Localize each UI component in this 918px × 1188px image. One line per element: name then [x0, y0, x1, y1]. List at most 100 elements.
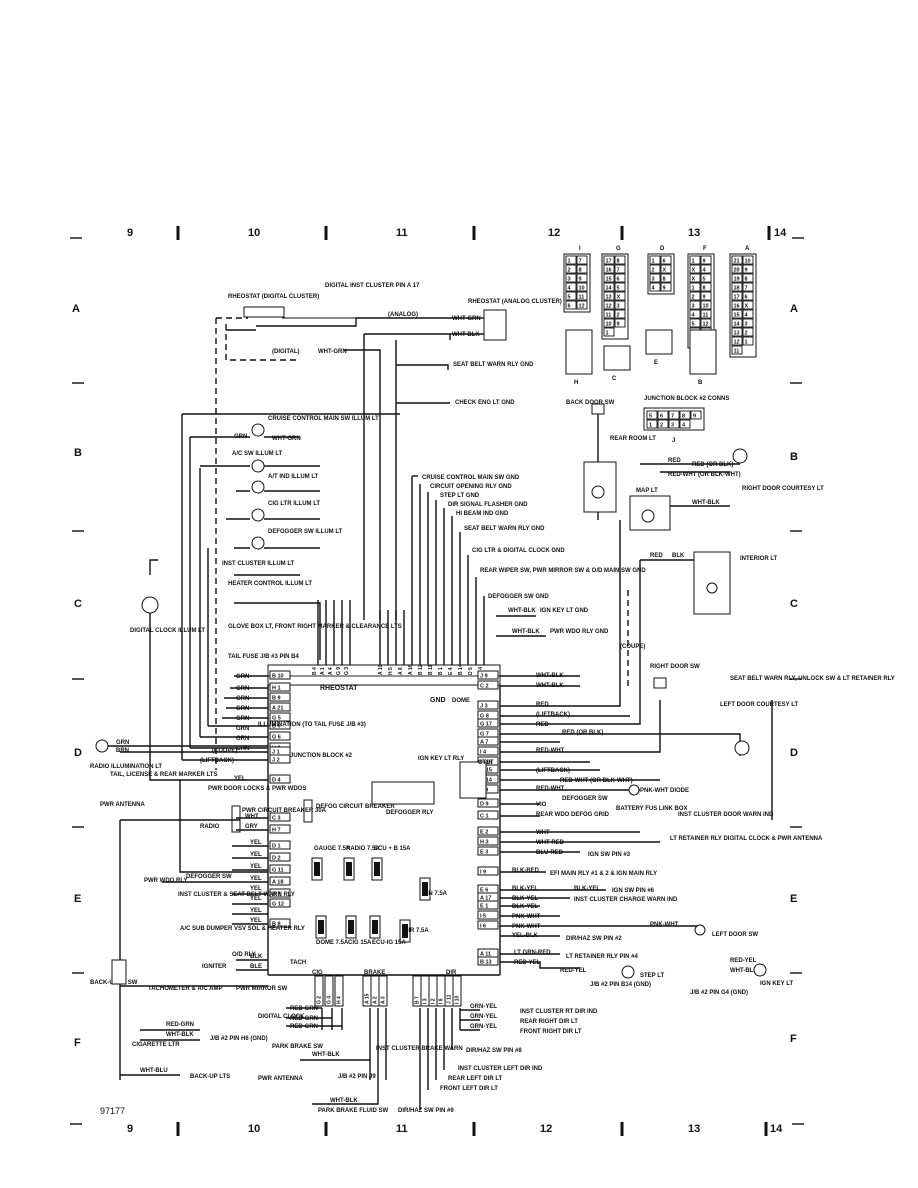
connector-cell [614, 255, 626, 265]
pin-box [324, 975, 334, 1007]
pin-label: I 4 [480, 750, 487, 756]
lbl-interior: INTERIOR LT [740, 556, 778, 562]
wire-wht-grn-2: WHT-GRN [452, 316, 481, 322]
lbl-gry: GRY [245, 824, 258, 830]
pin-box [269, 864, 291, 874]
connector-cell-label: 3 [617, 304, 620, 310]
seat-belt-warn-rly-gnd: SEAT BELT WARN RLY GND [464, 526, 545, 532]
connector-cell [689, 318, 701, 328]
lbl-map-lt: MAP LT [636, 488, 658, 494]
connector-cell-label: 16 [734, 304, 740, 310]
lbl-red-grn-3: RED-GRN [290, 1024, 318, 1030]
connector-cell [565, 282, 577, 292]
tail-fuse-label: TAIL FUSE J/B #3 PIN B4 [228, 654, 299, 660]
connector-cell [731, 255, 743, 265]
right-block-wires: WHT-BLK WHT-BLK RED (LIFTBACK) RED RED (… [500, 448, 823, 996]
pin-label: E 6 [480, 888, 488, 894]
pin-box [477, 736, 499, 746]
pin-label: H 1 [272, 686, 281, 692]
connector-cell-label: 6 [745, 295, 748, 301]
fuse-body [372, 920, 378, 934]
connector-cell-label: X [692, 277, 696, 283]
connector-cell [576, 264, 588, 274]
glove-box-label: GLOVE BOX LT, FRONT RIGHT MARKER & CLEAR… [228, 624, 402, 630]
fuse-body [314, 862, 320, 876]
lbl-cig-red-grn: RED-GRN [166, 1022, 194, 1028]
pin-label: A 15 [365, 993, 371, 1004]
connector-cell [679, 419, 691, 429]
wire-wht-grn-3: WHT-GRN [272, 436, 301, 442]
pin-label: G 8 [480, 714, 489, 720]
connector-cell [603, 291, 615, 301]
lbl-left-door-sw: LEFT DOOR SW [712, 932, 758, 938]
connector-cell [646, 410, 658, 420]
connector-cell-label: 16 [606, 268, 612, 274]
connector-cell [731, 282, 743, 292]
pin-label: A 8 [398, 667, 404, 675]
dir-signal-gnd: DIR SIGNAL FLASHER GND [448, 502, 528, 508]
connector-cell [603, 300, 615, 310]
lbl-ign-sw-6: IGN SW PIN #6 [612, 888, 655, 894]
rheostat-conn-label: RHEOSTAT [320, 685, 358, 692]
lbl-jb2-j9: J/B #2 PIN J9 [338, 1074, 376, 1080]
pin-box [314, 975, 324, 1007]
pin-box [269, 888, 291, 898]
digital-clock-illum: DIGITAL CLOCK ILLUM LT [130, 628, 205, 634]
pin-box [269, 876, 291, 886]
lbl-r-blu-red: BLU-RED [536, 850, 564, 856]
lbl-park-wht-blk: WHT-BLK [312, 1052, 340, 1058]
vertical-wires [317, 476, 485, 665]
connector-cell [603, 255, 615, 265]
connector-cell-label: 17 [734, 295, 740, 301]
lbl-yel-9: YEL [250, 918, 262, 924]
pin-label: D 5 [468, 667, 474, 675]
lbl-inst-door: INST CLUSTER DOOR WARN IND [678, 812, 774, 818]
digital-inst-cluster-label: DIGITAL INST CLUSTER PIN A 17 [325, 283, 420, 289]
lbl-brn-radio: BRN [116, 748, 129, 754]
lbl-od: O/D RLY [232, 952, 256, 958]
lbl-r-lt-grn-red: LT GRN-RED [514, 950, 551, 956]
fuse-label: IGN 7.5A [422, 891, 448, 897]
pin-box [269, 852, 291, 862]
connector-cell [731, 345, 743, 355]
grid-col-12: 12 [548, 227, 560, 239]
pin-label: J 9 [480, 674, 488, 680]
connector-cell [565, 291, 577, 301]
lbl-ign-sw-3: IGN SW PIN #3 [588, 852, 631, 858]
connector-cell-label: 1 [649, 423, 652, 429]
fuse-body [402, 924, 408, 938]
connector-cell [700, 300, 712, 310]
grid-col-14-bottom: 14 [770, 1123, 783, 1135]
bottom-section: CIG BRAKE DIR GRN-YEL GRN-YEL GRN-YEL IN… [90, 959, 598, 1114]
ign-key-lt-gnd: IGN KEY LT GND [540, 608, 589, 614]
connector-cell-label: 7 [745, 286, 748, 292]
pin-box [269, 918, 291, 928]
pin-label: I 5 [480, 914, 486, 920]
fuse-body [422, 882, 428, 896]
connector-cell [689, 300, 701, 310]
connector-cell [742, 291, 754, 301]
illumination-label: ILLUMINATION (TO TAIL FUSE J/B #3) [258, 722, 366, 728]
connector-cell-label: 12 [579, 304, 585, 310]
lbl-jb2-b14: J/B #2 PIN B14 (GND) [590, 982, 651, 988]
grid-row-b-right: B [790, 451, 798, 463]
pin-label: I 8 [439, 998, 445, 1004]
connector-cell [603, 273, 615, 283]
lbl-rear-wdo: REAR WDO DEFOG GRID [536, 812, 610, 818]
lbl-grn-yel-1: GRN-YEL [470, 1004, 497, 1010]
ac-sw-illum: A/C SW ILLUM LT [232, 451, 283, 457]
connector-cell [742, 309, 754, 319]
connector-cell [614, 291, 626, 301]
connector-cell-label: 9 [579, 277, 582, 283]
connector-cell [660, 255, 672, 265]
lbl-map-wht-blk: WHT-BLK [692, 500, 720, 506]
block-letter-g: G [616, 246, 621, 252]
cruise-sw-illum: CRUISE CONTROL MAIN SW ILLUM LT [268, 416, 379, 422]
pin-label: I 10 [455, 995, 461, 1004]
connector-cell-label: 11 [606, 313, 612, 319]
grid-row-e-left: E [74, 893, 81, 905]
pin-label: A 4 [328, 667, 334, 675]
lbl-efi-main: EFI MAIN RLY #1 & 2 & IGN MAIN RLY [550, 871, 657, 877]
lbl-r-wht-blk-2: WHT-BLK [536, 683, 564, 689]
grid-col-14: 14 [774, 227, 787, 239]
